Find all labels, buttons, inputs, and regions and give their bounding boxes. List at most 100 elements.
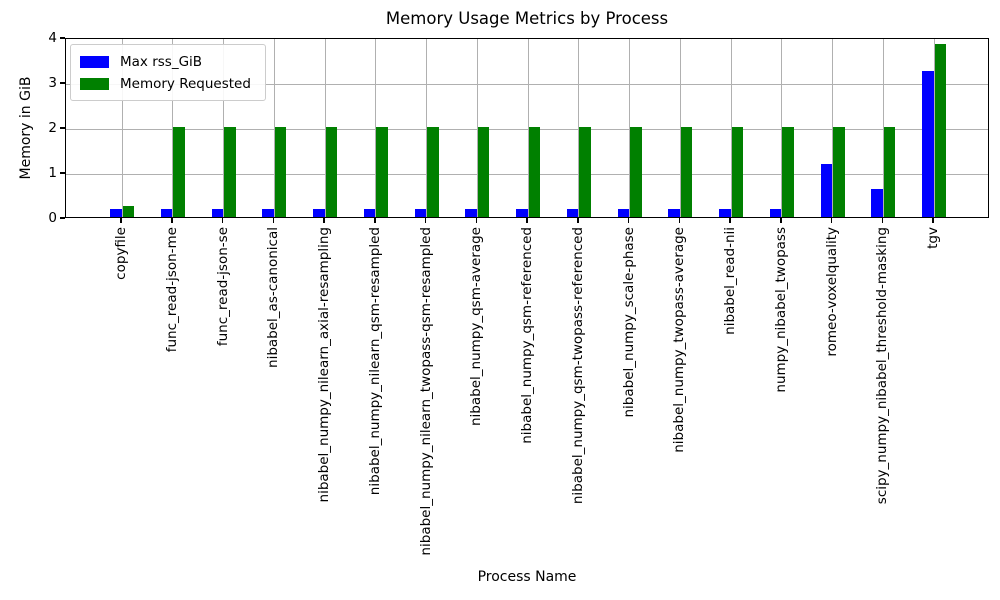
x-tick-label: nibabel_numpy_nilearn_qsm-resampled: [366, 227, 383, 496]
bar-max-rss: [719, 209, 731, 217]
x-tick-label: tgv: [925, 227, 941, 249]
x-tick-label: romeo-voxelquality: [823, 227, 840, 357]
gridline: [324, 39, 326, 217]
y-tick-label: 4: [48, 30, 57, 46]
gridline: [375, 39, 377, 217]
gridline: [882, 39, 884, 217]
bar-memory-requested: [528, 127, 540, 217]
y-tick: [60, 37, 65, 39]
legend-label-max-rss: Max rss_GiB: [120, 53, 203, 70]
gridline: [832, 39, 833, 217]
bar-memory-requested: [122, 206, 134, 217]
legend-item-memory-requested: Memory Requested: [80, 74, 251, 93]
bar-max-rss: [820, 163, 832, 217]
y-axis-label: Memory in GiB: [18, 76, 34, 180]
gridline: [578, 39, 580, 217]
gridline: [273, 39, 275, 217]
x-tick: [475, 218, 477, 223]
bar-memory-requested: [579, 127, 591, 217]
bar-memory-requested: [630, 127, 642, 217]
y-tick: [60, 172, 65, 174]
x-tick: [171, 218, 173, 223]
gridline: [172, 39, 174, 217]
x-tick: [374, 218, 376, 223]
bar-max-rss: [262, 209, 274, 217]
y-tick-label: 3: [48, 75, 57, 91]
gridline: [730, 39, 732, 217]
bar-memory-requested: [782, 127, 794, 217]
x-tick-label: nibabel_numpy_qsm-average: [468, 227, 485, 426]
bar-memory-requested: [376, 127, 388, 217]
x-tick: [424, 218, 427, 223]
x-tick: [780, 218, 782, 223]
bar-memory-requested: [477, 127, 490, 217]
x-tick-label: nibabel_numpy_twopass-average: [671, 227, 688, 453]
bar-max-rss: [160, 209, 173, 217]
x-tick-label: numpy_nibabel_twopass: [772, 227, 789, 393]
x-tick: [577, 218, 579, 223]
y-tick: [60, 217, 65, 219]
legend-label-memory-requested: Memory Requested: [120, 75, 251, 92]
bar-memory-requested: [325, 127, 337, 217]
y-tick: [60, 82, 65, 84]
bar-memory-requested: [224, 127, 236, 217]
x-tick: [120, 218, 122, 223]
chart-title: Memory Usage Metrics by Process: [385, 9, 669, 28]
x-tick-label: nibabel_numpy_nilearn_axial-resampling: [316, 227, 332, 503]
x-tick-label: nibabel_numpy_qsm-referenced: [519, 227, 535, 444]
x-tick: [526, 218, 528, 223]
bar-max-rss: [617, 209, 629, 217]
bar-max-rss: [465, 209, 477, 217]
legend-swatch-max-rss-icon: [80, 55, 109, 68]
x-axis-label: Process Name: [477, 569, 577, 585]
bar-max-rss: [668, 209, 680, 217]
x-tick: [221, 218, 224, 223]
gridline: [66, 173, 988, 175]
x-tick-label: nibabel_numpy_scale-phase: [620, 227, 637, 418]
gridline: [66, 128, 988, 130]
gridline: [527, 39, 529, 217]
bar-max-rss: [516, 209, 528, 217]
bar-max-rss: [363, 209, 376, 217]
x-tick-label: copyfile: [113, 227, 129, 280]
bar-max-rss: [769, 209, 782, 217]
x-tick: [627, 218, 630, 223]
bar-max-rss: [871, 188, 883, 217]
bar-max-rss: [211, 209, 223, 217]
gridline: [121, 39, 123, 217]
bar-memory-requested: [427, 127, 439, 217]
x-tick: [932, 218, 934, 223]
x-tick: [881, 218, 883, 223]
bar-max-rss: [922, 71, 934, 217]
bar-memory-requested: [680, 127, 693, 217]
legend-item-max-rss: Max rss_GiB: [80, 52, 251, 71]
legend: Max rss_GiB Memory Requested: [70, 44, 266, 101]
x-tick-label: func_read-json-me: [163, 227, 180, 353]
gridline: [223, 39, 224, 217]
bar-memory-requested: [883, 127, 896, 217]
bar-memory-requested: [274, 127, 287, 217]
bar-memory-requested: [173, 127, 185, 217]
gridline: [933, 39, 935, 217]
gridline: [426, 39, 427, 217]
gridline: [476, 39, 478, 217]
bar-memory-requested: [934, 43, 946, 217]
x-tick-label: nibabel_numpy_qsm-twopass-referenced: [569, 227, 586, 505]
x-tick: [830, 218, 833, 223]
x-tick: [272, 218, 274, 223]
bar-max-rss: [313, 209, 325, 217]
x-tick: [729, 218, 731, 223]
plot-area: [65, 38, 989, 218]
x-tick-label: nibabel_read-nii: [722, 227, 738, 335]
bar-memory-requested: [731, 127, 743, 217]
x-tick-label: nibabel_as-canonical: [265, 227, 282, 368]
y-tick-label: 1: [48, 165, 57, 181]
gridline: [629, 39, 630, 217]
x-tick: [323, 218, 325, 223]
bar-max-rss: [566, 209, 579, 217]
legend-swatch-memory-requested-icon: [80, 77, 109, 90]
x-tick-label: scipy_numpy_nibabel_threshold-masking: [874, 227, 891, 505]
x-tick-label: func_read-json-se: [214, 227, 231, 347]
gridline: [679, 39, 681, 217]
